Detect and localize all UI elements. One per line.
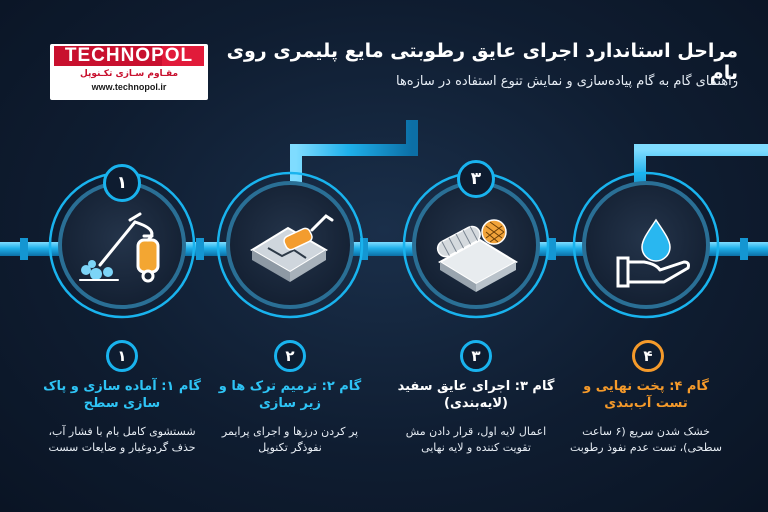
logo-url: www.technopol.ir — [91, 82, 167, 92]
upper-pipe-left — [290, 120, 418, 205]
step-4-title: گام ۴: پخت نهایی و تست آب‌بندی — [583, 379, 709, 411]
step-1-bottom-badge: ۱ — [106, 340, 138, 372]
step-3-title: گام ۳: اجرای عایق سفید (لایه‌بندی) — [397, 379, 555, 411]
step-1-description: شستشوی کامل بام با فشار آب، حذف گردوغبار… — [48, 425, 196, 454]
step-4-bottom-badge: ۴ — [632, 340, 664, 372]
pressure-washer-icon — [79, 212, 160, 283]
step-1-top-badge: ۱ — [103, 164, 141, 202]
mesh-roll-icon — [436, 219, 518, 292]
step-2-description: پر کردن درزها و اجرای پرایمر نفوذگر تکنو… — [221, 425, 359, 454]
step-1-title: گام ۱: آماده سازی و پاک سازی سطح — [43, 379, 201, 411]
page-subtitle: راهنمای گام به گام پیاده‌سازی و نمایش تن… — [395, 74, 738, 89]
step-3-bottom-badge: ۳ — [460, 340, 492, 372]
page-title: مراحل استاندارد اجرای عایق رطوبتی مایع پ… — [226, 40, 738, 84]
main-pipe — [0, 242, 768, 256]
technopol-logo: TECHNOPOL مقـاوم سـازی تکـنوپل www.techn… — [50, 44, 208, 100]
step-2-bottom-badge: ۲ — [274, 340, 306, 372]
paint-roller-icon — [250, 214, 334, 282]
logo-tagline: مقـاوم سـازی تکـنوپل — [79, 69, 179, 79]
step-4-description: خشک شدن سریع (۶ ساعت سطحی)، تست عدم نفوذ… — [570, 425, 722, 454]
step-2-title: گام ۲: ترمیم ترک ها و زیر سازی — [218, 379, 362, 411]
step-3-description: اعمال لایه اول، قرار دادن مش تقویت کننده… — [405, 425, 547, 454]
logo-brand: TECHNOPOL — [54, 46, 204, 66]
pipe-joints — [20, 238, 748, 260]
step-3-top-badge: ۳ — [457, 160, 495, 198]
water-drop-hand-icon — [616, 218, 690, 288]
